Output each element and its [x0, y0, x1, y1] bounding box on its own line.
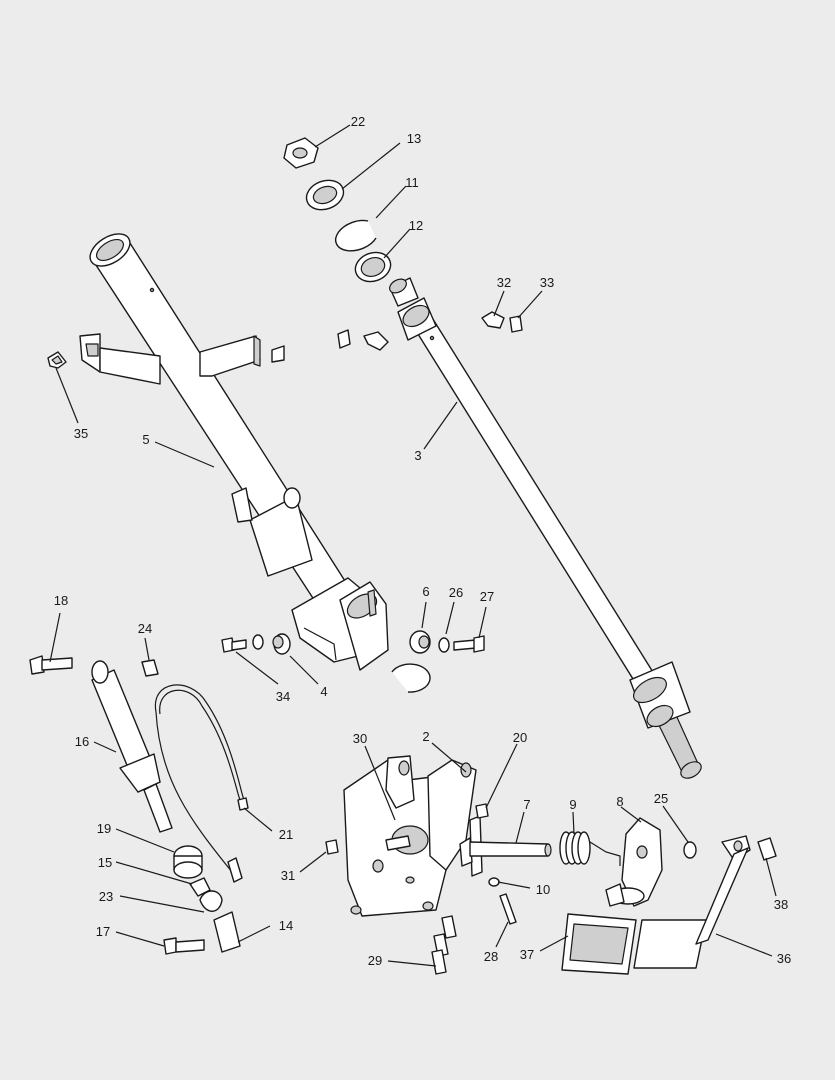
callout-22: 22 [351, 114, 365, 129]
pedal-bracket [325, 755, 489, 917]
callout-3: 3 [414, 448, 421, 463]
callout-15: 15 [98, 855, 112, 870]
callout-37: 37 [520, 947, 534, 962]
callout-19: 19 [97, 821, 111, 836]
callout-33: 33 [540, 275, 554, 290]
pedal-pads [561, 835, 751, 975]
callout-35: 35 [74, 426, 88, 441]
callout-38: 38 [774, 897, 788, 912]
small-clips [337, 311, 523, 351]
callout-12: 12 [409, 218, 423, 233]
callout-2: 2 [422, 729, 429, 744]
callout-6: 6 [422, 584, 429, 599]
callout-27: 27 [480, 589, 494, 604]
callout-25: 25 [654, 791, 668, 806]
callout-13: 13 [407, 131, 421, 146]
callout-29: 29 [368, 953, 382, 968]
callout-9: 9 [569, 797, 576, 812]
callout-11: 11 [405, 175, 419, 190]
steering-shaft [389, 277, 702, 779]
callout-5: 5 [142, 432, 149, 447]
callout-17: 17 [96, 924, 110, 939]
column-base-hardware [221, 630, 485, 693]
gas-strut [29, 655, 173, 833]
callout-8: 8 [616, 794, 623, 809]
callout-23: 23 [99, 889, 113, 904]
callout-4: 4 [320, 684, 327, 699]
callout-10: 10 [536, 882, 550, 897]
pivot-shaft [431, 837, 552, 975]
cage-nut [47, 351, 67, 369]
callout-24: 24 [138, 621, 152, 636]
callout-28: 28 [484, 949, 498, 964]
callout-36: 36 [777, 951, 791, 966]
callout-26: 26 [449, 585, 463, 600]
torsion-spring [559, 831, 621, 866]
lower-left-hardware [163, 845, 241, 955]
steering-column-tube [79, 233, 389, 671]
callout-30: 30 [353, 731, 367, 746]
callout-32: 32 [497, 275, 511, 290]
retaining-ring [683, 837, 777, 861]
callout-16: 16 [75, 734, 89, 749]
leader-lines [49, 124, 777, 967]
callout-14: 14 [279, 918, 293, 933]
top-hardware-stack [283, 137, 392, 283]
pedal-arm [605, 817, 663, 907]
callout-20: 20 [513, 730, 527, 745]
callout-18: 18 [54, 593, 68, 608]
callout-31: 31 [281, 868, 295, 883]
callout-21: 21 [279, 827, 293, 842]
callout-7: 7 [523, 797, 530, 812]
callout-34: 34 [276, 689, 290, 704]
cable [154, 684, 249, 883]
callout-labels: 22 13 11 12 32 33 35 5 3 18 24 6 26 27 3… [54, 114, 791, 968]
